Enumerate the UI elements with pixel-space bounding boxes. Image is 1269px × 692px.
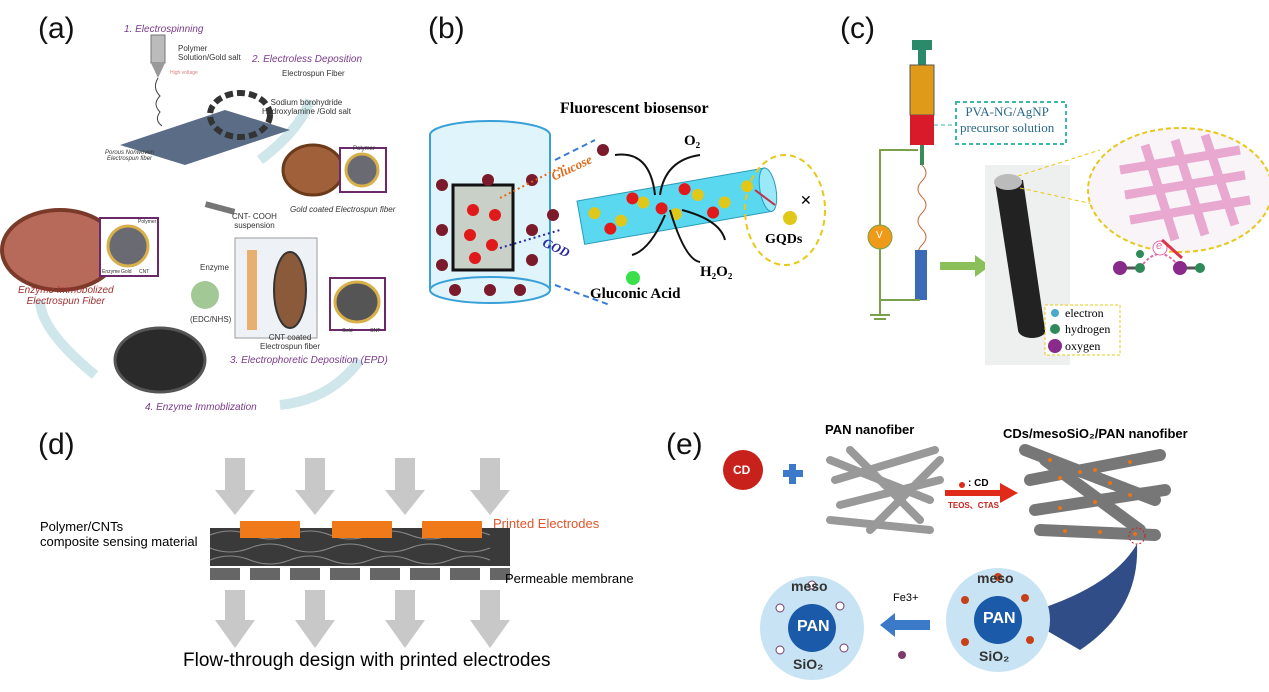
gqds-label: GQDs bbox=[765, 232, 803, 247]
reagents-label: Sodium borohydride Hydroxylamine /Gold s… bbox=[262, 98, 351, 116]
flow-arrows-bottom bbox=[215, 590, 510, 648]
voltage-label: V bbox=[876, 230, 883, 241]
polymer-label-1: Polymer bbox=[353, 146, 376, 152]
meso-label-left: meso bbox=[791, 578, 828, 594]
syringe-nozzle bbox=[150, 34, 166, 64]
step1-note: Polymer Solution/Gold salt bbox=[178, 44, 241, 62]
panel-c-graphic bbox=[867, 40, 1269, 365]
panel-a-label: (a) bbox=[38, 12, 75, 45]
composite-label: CDs/mesoSiO₂/PAN nanofiber bbox=[1003, 426, 1188, 441]
step1-label: 1. Electrospinning bbox=[124, 24, 204, 35]
fe3-label: Fe3+ bbox=[893, 592, 919, 604]
svg-text:✕: ✕ bbox=[800, 193, 812, 209]
sensor-film bbox=[451, 183, 515, 272]
legend-electron: electron bbox=[1065, 306, 1104, 320]
legend-hydrogen: hydrogen bbox=[1065, 322, 1111, 336]
permeable-membrane bbox=[210, 568, 510, 580]
composite-fibers bbox=[1019, 444, 1171, 541]
reagents-label-e: TEOS、CTAS bbox=[948, 501, 999, 510]
cnt-coated-label: CNT coated Electrospun fiber bbox=[260, 333, 321, 351]
electrospun-fiber-label: Electrospun Fiber bbox=[282, 69, 345, 78]
syringe-barrel bbox=[909, 64, 935, 116]
electrode-2 bbox=[332, 521, 392, 538]
electrode-1 bbox=[240, 521, 300, 538]
panel-d: (d) Polymer/CNTs composite sensing mater… bbox=[0, 420, 640, 692]
panel-c-label: (c) bbox=[840, 12, 875, 45]
cd-label: CD bbox=[733, 463, 751, 477]
enzyme-label-2: Enzyme bbox=[102, 269, 121, 275]
pan-label-left: PAN bbox=[797, 618, 830, 635]
pan-nanofiber-label: PAN nanofiber bbox=[825, 422, 915, 437]
o2-label: O₂ bbox=[684, 133, 701, 149]
collector bbox=[915, 250, 927, 300]
membrane-label: Permeable membrane bbox=[505, 571, 634, 586]
electrode-3 bbox=[422, 521, 482, 538]
legend-oxygen: oxygen bbox=[1065, 339, 1101, 353]
panel-a: (a) 1. Electrospinning Po bbox=[0, 0, 420, 420]
porous-label: Porous Nonwoven Electrospun fiber bbox=[105, 150, 155, 162]
gold-fiber-ball bbox=[281, 143, 345, 197]
cnt-label: CNT bbox=[370, 328, 381, 334]
fiber-cylinder bbox=[576, 167, 778, 245]
panel-e: (e) CD PAN nan bbox=[640, 420, 1269, 692]
panel-e-graphic bbox=[723, 444, 1171, 680]
cnt-fiber-ball bbox=[113, 326, 207, 394]
sensing-label: Polymer/CNTs composite sensing material bbox=[40, 519, 198, 549]
panel-d-label: (d) bbox=[38, 428, 75, 461]
printed-label: Printed Electrodes bbox=[493, 516, 600, 531]
h2o2-label: H₂O₂ bbox=[700, 264, 733, 280]
enzyme-immob-label: Enzyme Immobolized Electrospun Fiber bbox=[18, 285, 114, 307]
panel-d-graphic bbox=[209, 458, 510, 648]
pan-label-right: PAN bbox=[983, 610, 1016, 627]
cnt-cooh-label: CNT- COOH suspension bbox=[232, 212, 277, 230]
pan-fibers bbox=[826, 446, 944, 534]
panel-a-graphic bbox=[0, 34, 387, 410]
flow-arrows-top bbox=[215, 458, 510, 515]
meso-label-right: meso bbox=[977, 570, 1014, 586]
edc-label: (EDC/NHS) bbox=[190, 315, 232, 324]
cnt-label-2: CNT bbox=[139, 269, 150, 275]
precursor-label: PVA-NG/AgNP precursor solution bbox=[960, 104, 1055, 135]
cd-sphere bbox=[723, 450, 763, 490]
cd-legend-label: : CD bbox=[968, 478, 989, 489]
gold-label-2: Gold bbox=[121, 269, 132, 275]
cycle-arrow-2 bbox=[256, 98, 315, 164]
panel-b: (b) bbox=[420, 0, 840, 420]
step4-label: 4. Enzyme Immoblization bbox=[145, 402, 257, 413]
biosensor-title: Fluorescent biosensor bbox=[560, 100, 709, 117]
step2-label: 2. Electroless Deposition bbox=[252, 54, 363, 65]
caption-label: Flow-through design with printed electro… bbox=[183, 650, 551, 671]
panel-e-label: (e) bbox=[666, 428, 703, 461]
polymer-label-2: Polymer bbox=[138, 219, 157, 225]
enzyme-label: Enzyme bbox=[200, 263, 229, 272]
collector-plate bbox=[120, 110, 290, 165]
gluconic-label: Gluconic Acid bbox=[590, 286, 681, 302]
cycle-arrow-4 bbox=[35, 299, 99, 379]
sio2-label-right: SiO₂ bbox=[979, 648, 1010, 664]
electron-symbol: e bbox=[1156, 240, 1163, 252]
gold-label: Gold bbox=[342, 328, 353, 334]
cycle-arrow-3 bbox=[279, 356, 364, 410]
panel-b-label: (b) bbox=[428, 12, 465, 45]
gqd-ellipse bbox=[744, 154, 826, 266]
sio2-label-left: SiO₂ bbox=[793, 656, 824, 672]
high-voltage-label: High voltage bbox=[170, 70, 198, 76]
voltage-source bbox=[867, 224, 893, 250]
panel-c: (c) bbox=[840, 0, 1269, 420]
step3-label: 3. Electrophoretic Deposition (EPD) bbox=[230, 355, 388, 366]
panel-b-graphic: ✕ bbox=[429, 120, 826, 306]
gold-coated-label: Gold coated Electrospun fiber bbox=[290, 205, 396, 214]
